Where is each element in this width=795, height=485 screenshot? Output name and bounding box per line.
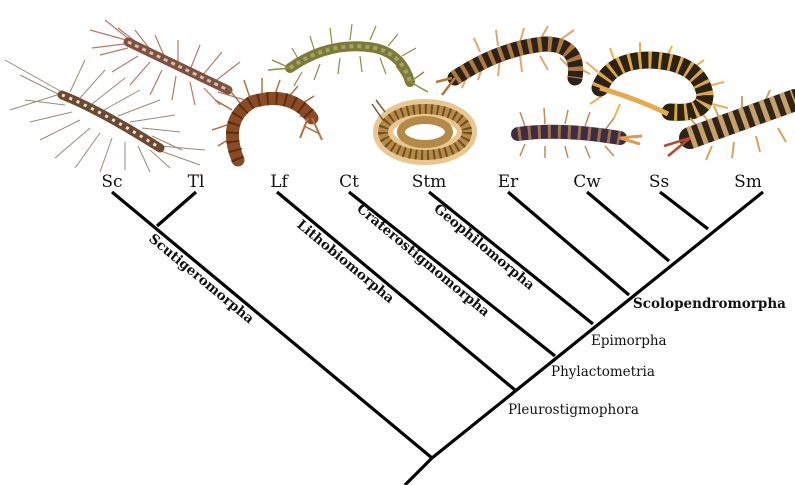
tip-label-tl: Tl xyxy=(188,172,205,192)
tip-label-sm: Sm xyxy=(734,172,762,192)
group-label-craterostigmomorpha: Craterostigmomorpha xyxy=(353,201,492,321)
branch-pleurostigmophora xyxy=(432,192,763,458)
craterostigmus-illustration xyxy=(268,24,428,92)
tip-label-stm: Stm xyxy=(412,172,447,192)
scolopendra-subspinipes-illustration xyxy=(586,42,728,124)
scutigera-illustration xyxy=(5,60,205,172)
tip-label-ct: Ct xyxy=(339,172,359,192)
node-label-phylactometria: Phylactometria xyxy=(551,364,655,380)
tip-label-cw: Cw xyxy=(573,172,601,192)
tip-label-sc: Sc xyxy=(101,172,122,192)
geophilomorph-illustration xyxy=(372,100,467,155)
tip-label-ss: Ss xyxy=(649,172,669,192)
group-label-scutigeromorpha: Scutigeromorpha xyxy=(145,231,257,328)
group-label-scolopendromorpha: Scolopendromorpha xyxy=(633,296,786,312)
node-label-pleurostigmophora: Pleurostigmophora xyxy=(508,402,639,418)
ethmostigmus-illustration xyxy=(436,26,590,95)
cormocephalus-illustration xyxy=(518,108,642,158)
tip-label-er: Er xyxy=(498,172,519,192)
branch-tl xyxy=(157,192,196,226)
branch-root xyxy=(405,458,432,485)
scolopendra-illustration xyxy=(664,90,795,160)
tip-label-lf: Lf xyxy=(270,172,289,192)
branch-cw xyxy=(587,192,669,261)
node-label-epimorpha: Epimorpha xyxy=(591,333,667,349)
thereuonema-illustration xyxy=(90,20,245,105)
branch-ss xyxy=(660,192,708,229)
